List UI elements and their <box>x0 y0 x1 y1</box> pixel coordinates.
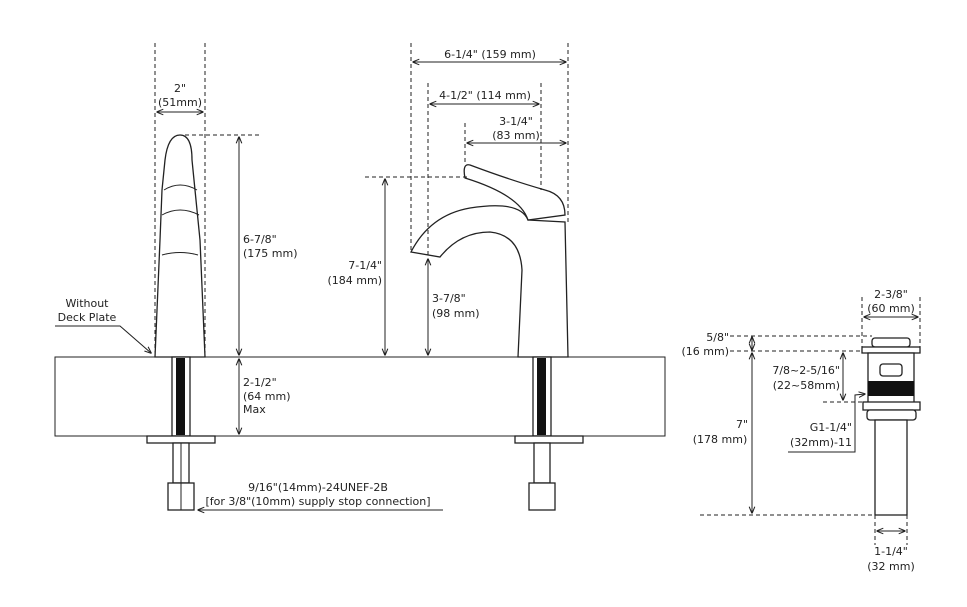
side-height-in: 6-7/8" <box>243 233 277 246</box>
drain-range-in: 7/8~2-5/16" <box>772 364 840 377</box>
deck-thickness-in: 2-1/2" <box>243 376 277 389</box>
drain-tube-mm: (32 mm) <box>867 560 915 573</box>
countertop <box>54 356 666 437</box>
drain-cap-mm: (16 mm) <box>681 345 729 358</box>
supply-thread-label: 9/16"(14mm)-24UNEF-2B <box>248 481 388 494</box>
drain-length-mm: (178 mm) <box>693 433 748 446</box>
pop-up-drain <box>861 337 921 516</box>
handle-reach-in: 3-1/4" <box>499 115 533 128</box>
overall-height-mm: (184 mm) <box>327 274 382 287</box>
faucet-side-view <box>146 134 216 511</box>
side-width-mm: (51mm) <box>158 96 202 109</box>
overall-height-in: 7-1/4" <box>348 259 382 272</box>
spout-reach-label: 4-1/2" (114 mm) <box>439 89 531 102</box>
drain-thread-size: (32mm)-11 <box>790 436 852 449</box>
side-height-mm: (175 mm) <box>243 247 298 260</box>
drain-flange-mm: (60 mm) <box>867 302 915 315</box>
total-reach-label: 6-1/4" (159 mm) <box>444 48 536 61</box>
drain-length-in: 7" <box>736 418 748 431</box>
drain-cap-in: 5/8" <box>706 331 729 344</box>
handle-reach-mm: (83 mm) <box>492 129 540 142</box>
drain-thread-label: G1-1/4" <box>810 421 852 434</box>
faucet-front-view <box>410 164 584 511</box>
drain-flange-in: 2-3/8" <box>874 288 908 301</box>
deck-plate-label-1: Without <box>66 297 110 310</box>
deck-plate-label-2: Deck Plate <box>58 311 117 324</box>
spout-height-in: 3-7/8" <box>432 292 466 305</box>
side-width-in: 2" <box>174 82 186 95</box>
supply-connection-label: [for 3/8"(10mm) supply stop connection] <box>205 495 430 508</box>
drain-tube-in: 1-1/4" <box>874 545 908 558</box>
drain-range-mm: (22~58mm) <box>773 379 840 392</box>
deck-thickness-note: Max <box>243 403 266 416</box>
deck-thickness-mm: (64 mm) <box>243 390 291 403</box>
spout-height-mm: (98 mm) <box>432 307 480 320</box>
